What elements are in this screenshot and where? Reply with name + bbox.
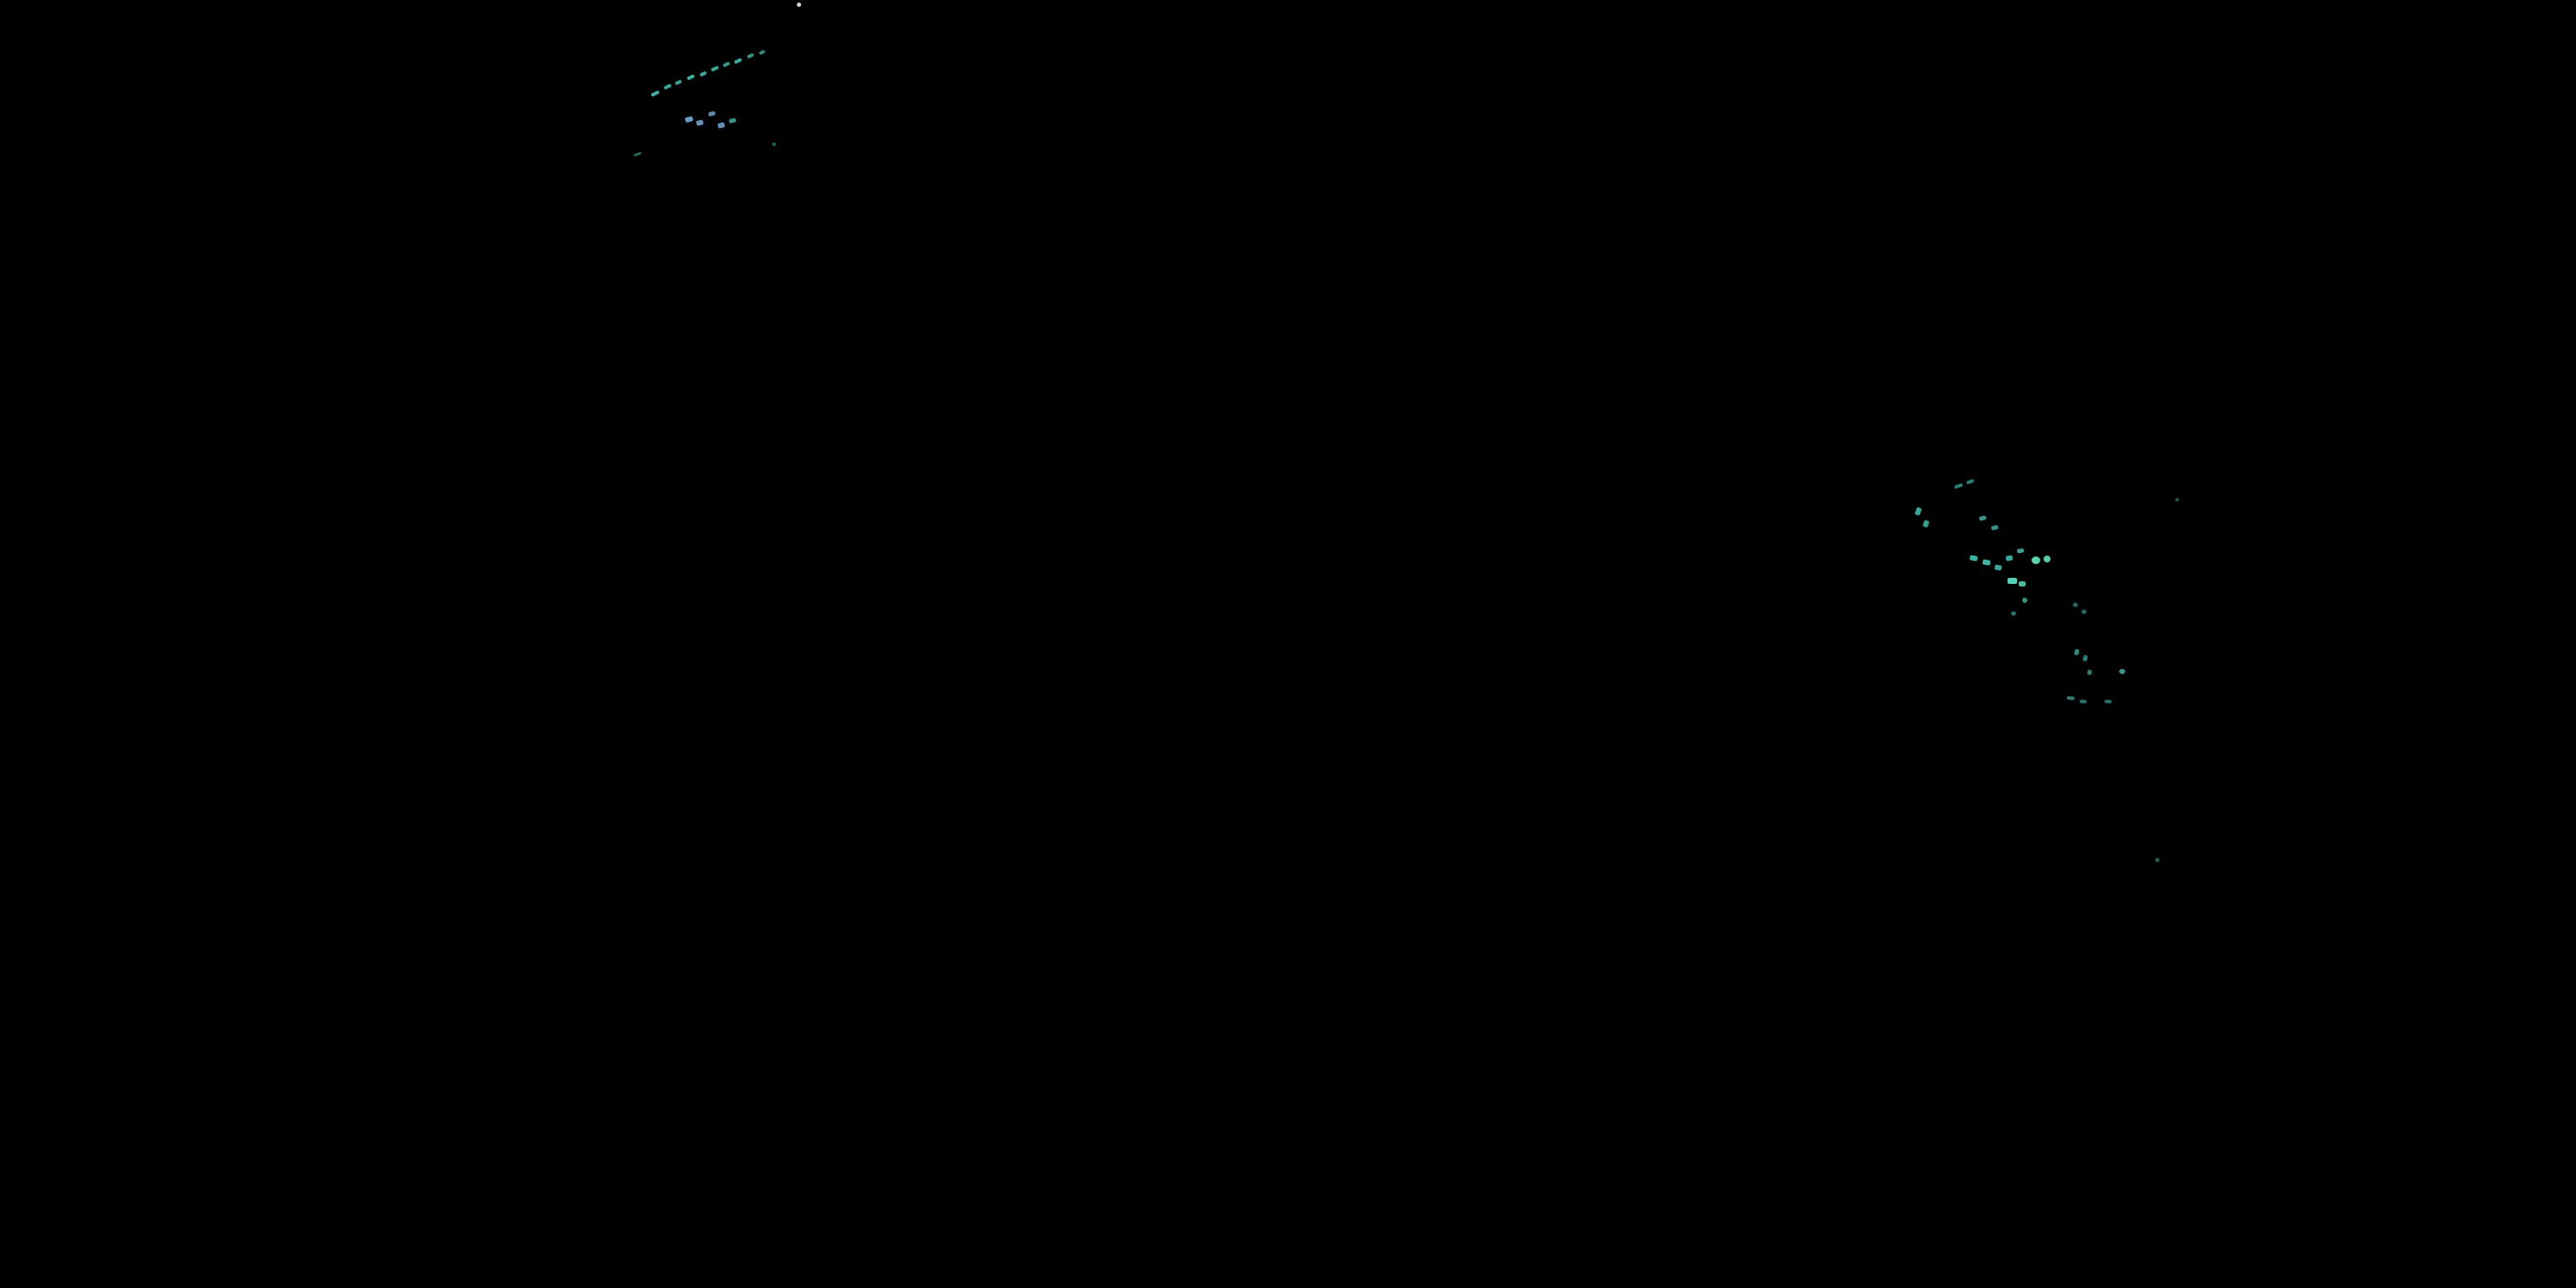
map-feature-mark xyxy=(772,143,776,146)
map-feature-mark xyxy=(1990,525,1999,531)
map-feature-mark xyxy=(2008,578,2017,584)
map-feature-mark xyxy=(2022,598,2027,603)
map-feature-mark xyxy=(2044,556,2050,562)
map-feature-mark xyxy=(2066,696,2075,701)
map-feature-mark xyxy=(2074,648,2080,656)
map-feature-mark xyxy=(2087,669,2093,676)
map-feature-mark xyxy=(1914,507,1923,516)
map-feature-mark xyxy=(1953,483,1964,489)
map-feature-mark xyxy=(650,90,660,97)
map-feature-mark xyxy=(2155,858,2160,862)
map-feature-mark xyxy=(710,65,720,72)
map-feature-mark xyxy=(2081,610,2087,614)
map-feature-mark xyxy=(696,119,704,126)
map-feature-mark xyxy=(2082,654,2088,662)
map-feature-mark xyxy=(717,122,726,129)
map-feature-mark xyxy=(2104,699,2112,704)
map-feature-mark xyxy=(797,3,801,7)
map-feature-mark xyxy=(2011,611,2016,616)
map-feature-mark xyxy=(2032,556,2040,564)
map-feature-mark xyxy=(1978,515,1987,521)
map-feature-mark xyxy=(708,111,716,117)
map-feature-mark xyxy=(1982,559,1991,566)
map-feature-mark xyxy=(699,70,708,77)
map-feature-mark xyxy=(722,61,731,68)
map-feature-mark xyxy=(733,58,743,64)
map-feature-mark xyxy=(2119,669,2125,674)
map-feature-mark xyxy=(2079,699,2087,704)
map-feature-mark xyxy=(2175,498,2179,501)
map-feature-mark xyxy=(2016,548,2025,554)
map-feature-mark xyxy=(1965,478,1975,485)
map-feature-mark xyxy=(663,83,672,90)
map-feature-mark xyxy=(2005,555,2014,562)
map-feature-mark xyxy=(1922,519,1930,528)
map-feature-mark xyxy=(1994,564,2002,571)
map-feature-mark xyxy=(758,49,766,56)
map-feature-mark xyxy=(686,74,696,81)
map-feature-mark xyxy=(1969,555,1978,562)
map-feature-mark xyxy=(633,151,642,157)
map-feature-mark xyxy=(2019,581,2026,586)
map-feature-mark xyxy=(684,115,694,124)
map-feature-mark xyxy=(728,118,737,124)
map-feature-mark xyxy=(674,79,683,86)
map-feature-mark xyxy=(746,52,755,59)
map-feature-mark xyxy=(2073,603,2078,607)
